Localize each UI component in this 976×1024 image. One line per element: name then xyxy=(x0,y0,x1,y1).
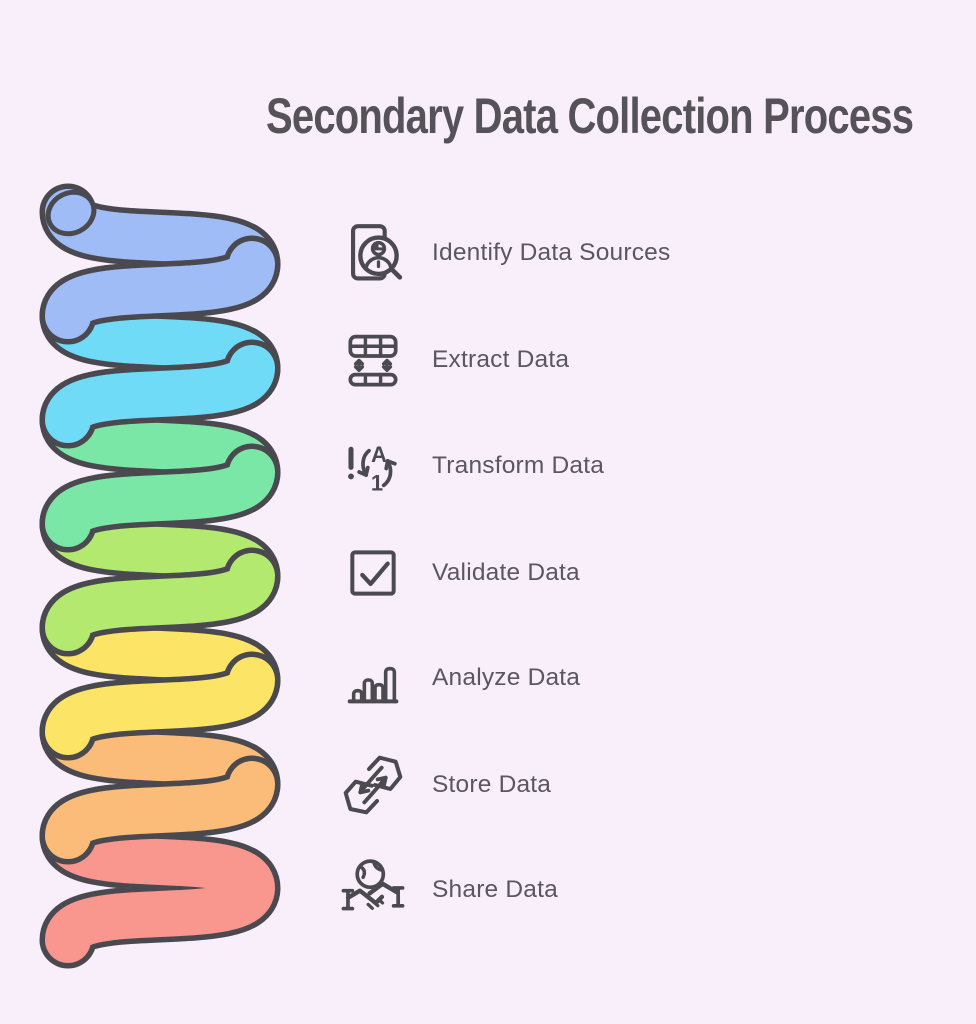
step-row-share: Share Data xyxy=(338,837,898,943)
step-label: Analyze Data xyxy=(432,664,581,691)
svg-text:A: A xyxy=(371,442,387,467)
bar-chart-icon xyxy=(338,643,408,713)
step-label: Store Data xyxy=(432,771,552,798)
step-row-store: Store Data xyxy=(338,732,898,838)
page-title: Secondary Data Collection Process xyxy=(266,88,914,144)
step-row-analyze: Analyze Data xyxy=(338,625,898,731)
step-row-extract: Extract Data xyxy=(338,307,898,413)
letter-to-number-transform-icon: A 1 xyxy=(338,431,408,501)
table-extract-arrows-icon xyxy=(338,325,408,395)
checkbox-check-icon xyxy=(338,538,408,608)
step-label: Extract Data xyxy=(432,346,570,373)
document-magnifier-person-icon xyxy=(338,218,408,288)
step-label: Identify Data Sources xyxy=(432,239,671,266)
step-label: Validate Data xyxy=(432,559,580,586)
linked-hexagons-sync-icon xyxy=(338,750,408,820)
spiral-coil xyxy=(39,183,281,969)
step-label: Transform Data xyxy=(432,452,605,479)
step-row-validate: Validate Data xyxy=(338,520,898,626)
globe-handshake-icon xyxy=(338,855,408,925)
step-label: Share Data xyxy=(432,876,558,903)
svg-text:1: 1 xyxy=(371,471,383,496)
step-row-identify: Identify Data Sources xyxy=(338,200,898,306)
step-row-transform: A 1 Transform Data xyxy=(338,413,898,519)
